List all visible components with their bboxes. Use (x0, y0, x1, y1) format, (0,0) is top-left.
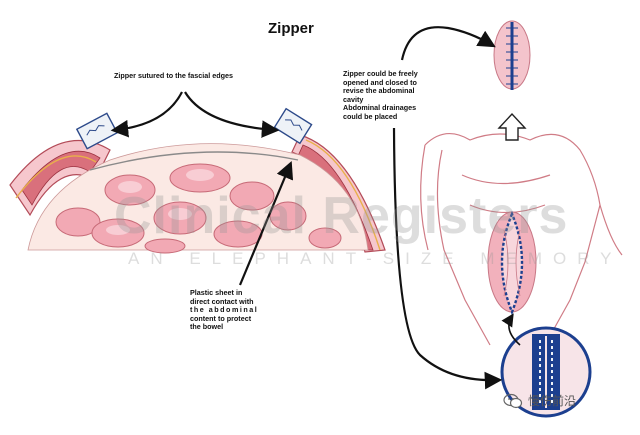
wechat-icon (503, 393, 523, 408)
label-zipper-freely: Zipper could be freely opened and closed… (343, 69, 418, 122)
label-line: direct contact with (190, 296, 254, 306)
sutured-arrows (110, 91, 280, 138)
label-line: revise the abdominal (343, 86, 415, 96)
label-line: the bowel (190, 322, 224, 332)
label-plastic-sheet: Plastic sheet in direct contact with the… (190, 288, 259, 332)
label-line: content to protect (190, 313, 252, 323)
right-zipper-clamp (273, 107, 313, 145)
freely-arrow-bottom (392, 127, 503, 390)
label-line: opened and closed to (343, 77, 417, 87)
label-line: Zipper could be freely (343, 69, 418, 78)
sutured-arrow-right (184, 91, 280, 138)
detail-arrow-up (501, 313, 521, 346)
zipper-detail-circle (500, 326, 592, 418)
label-line: Abdominal drainages (343, 103, 417, 113)
up-arrow-icon (497, 112, 527, 141)
abdomen-cross-section (9, 107, 386, 254)
diagram-title: Zipper (268, 20, 314, 37)
torso-outline (424, 133, 601, 346)
plastic-sheet (89, 151, 299, 171)
plastic-sheet-arrow (238, 160, 294, 286)
label-line: Plastic sheet in (190, 288, 243, 297)
torso-figure (420, 133, 623, 346)
source-credit: 慢伤前沿 (503, 392, 576, 409)
watermark-main: Clinical Registers (114, 187, 569, 245)
label-line: cavity (343, 94, 364, 104)
closed-zipper (493, 20, 531, 90)
label-zipper-sutured: Zipper sutured to the fascial edges (114, 71, 234, 80)
credit-text: 慢伤前沿 (528, 394, 577, 408)
label-line: the abdominal (190, 305, 259, 315)
sutured-arrow-left (110, 91, 183, 138)
label-line: could be placed (343, 111, 398, 121)
torso-open-zipper (487, 210, 537, 316)
watermark-sub: AN ELEPHANT-SIZE MEMORY (128, 249, 623, 268)
freely-arrow-top (400, 26, 496, 61)
